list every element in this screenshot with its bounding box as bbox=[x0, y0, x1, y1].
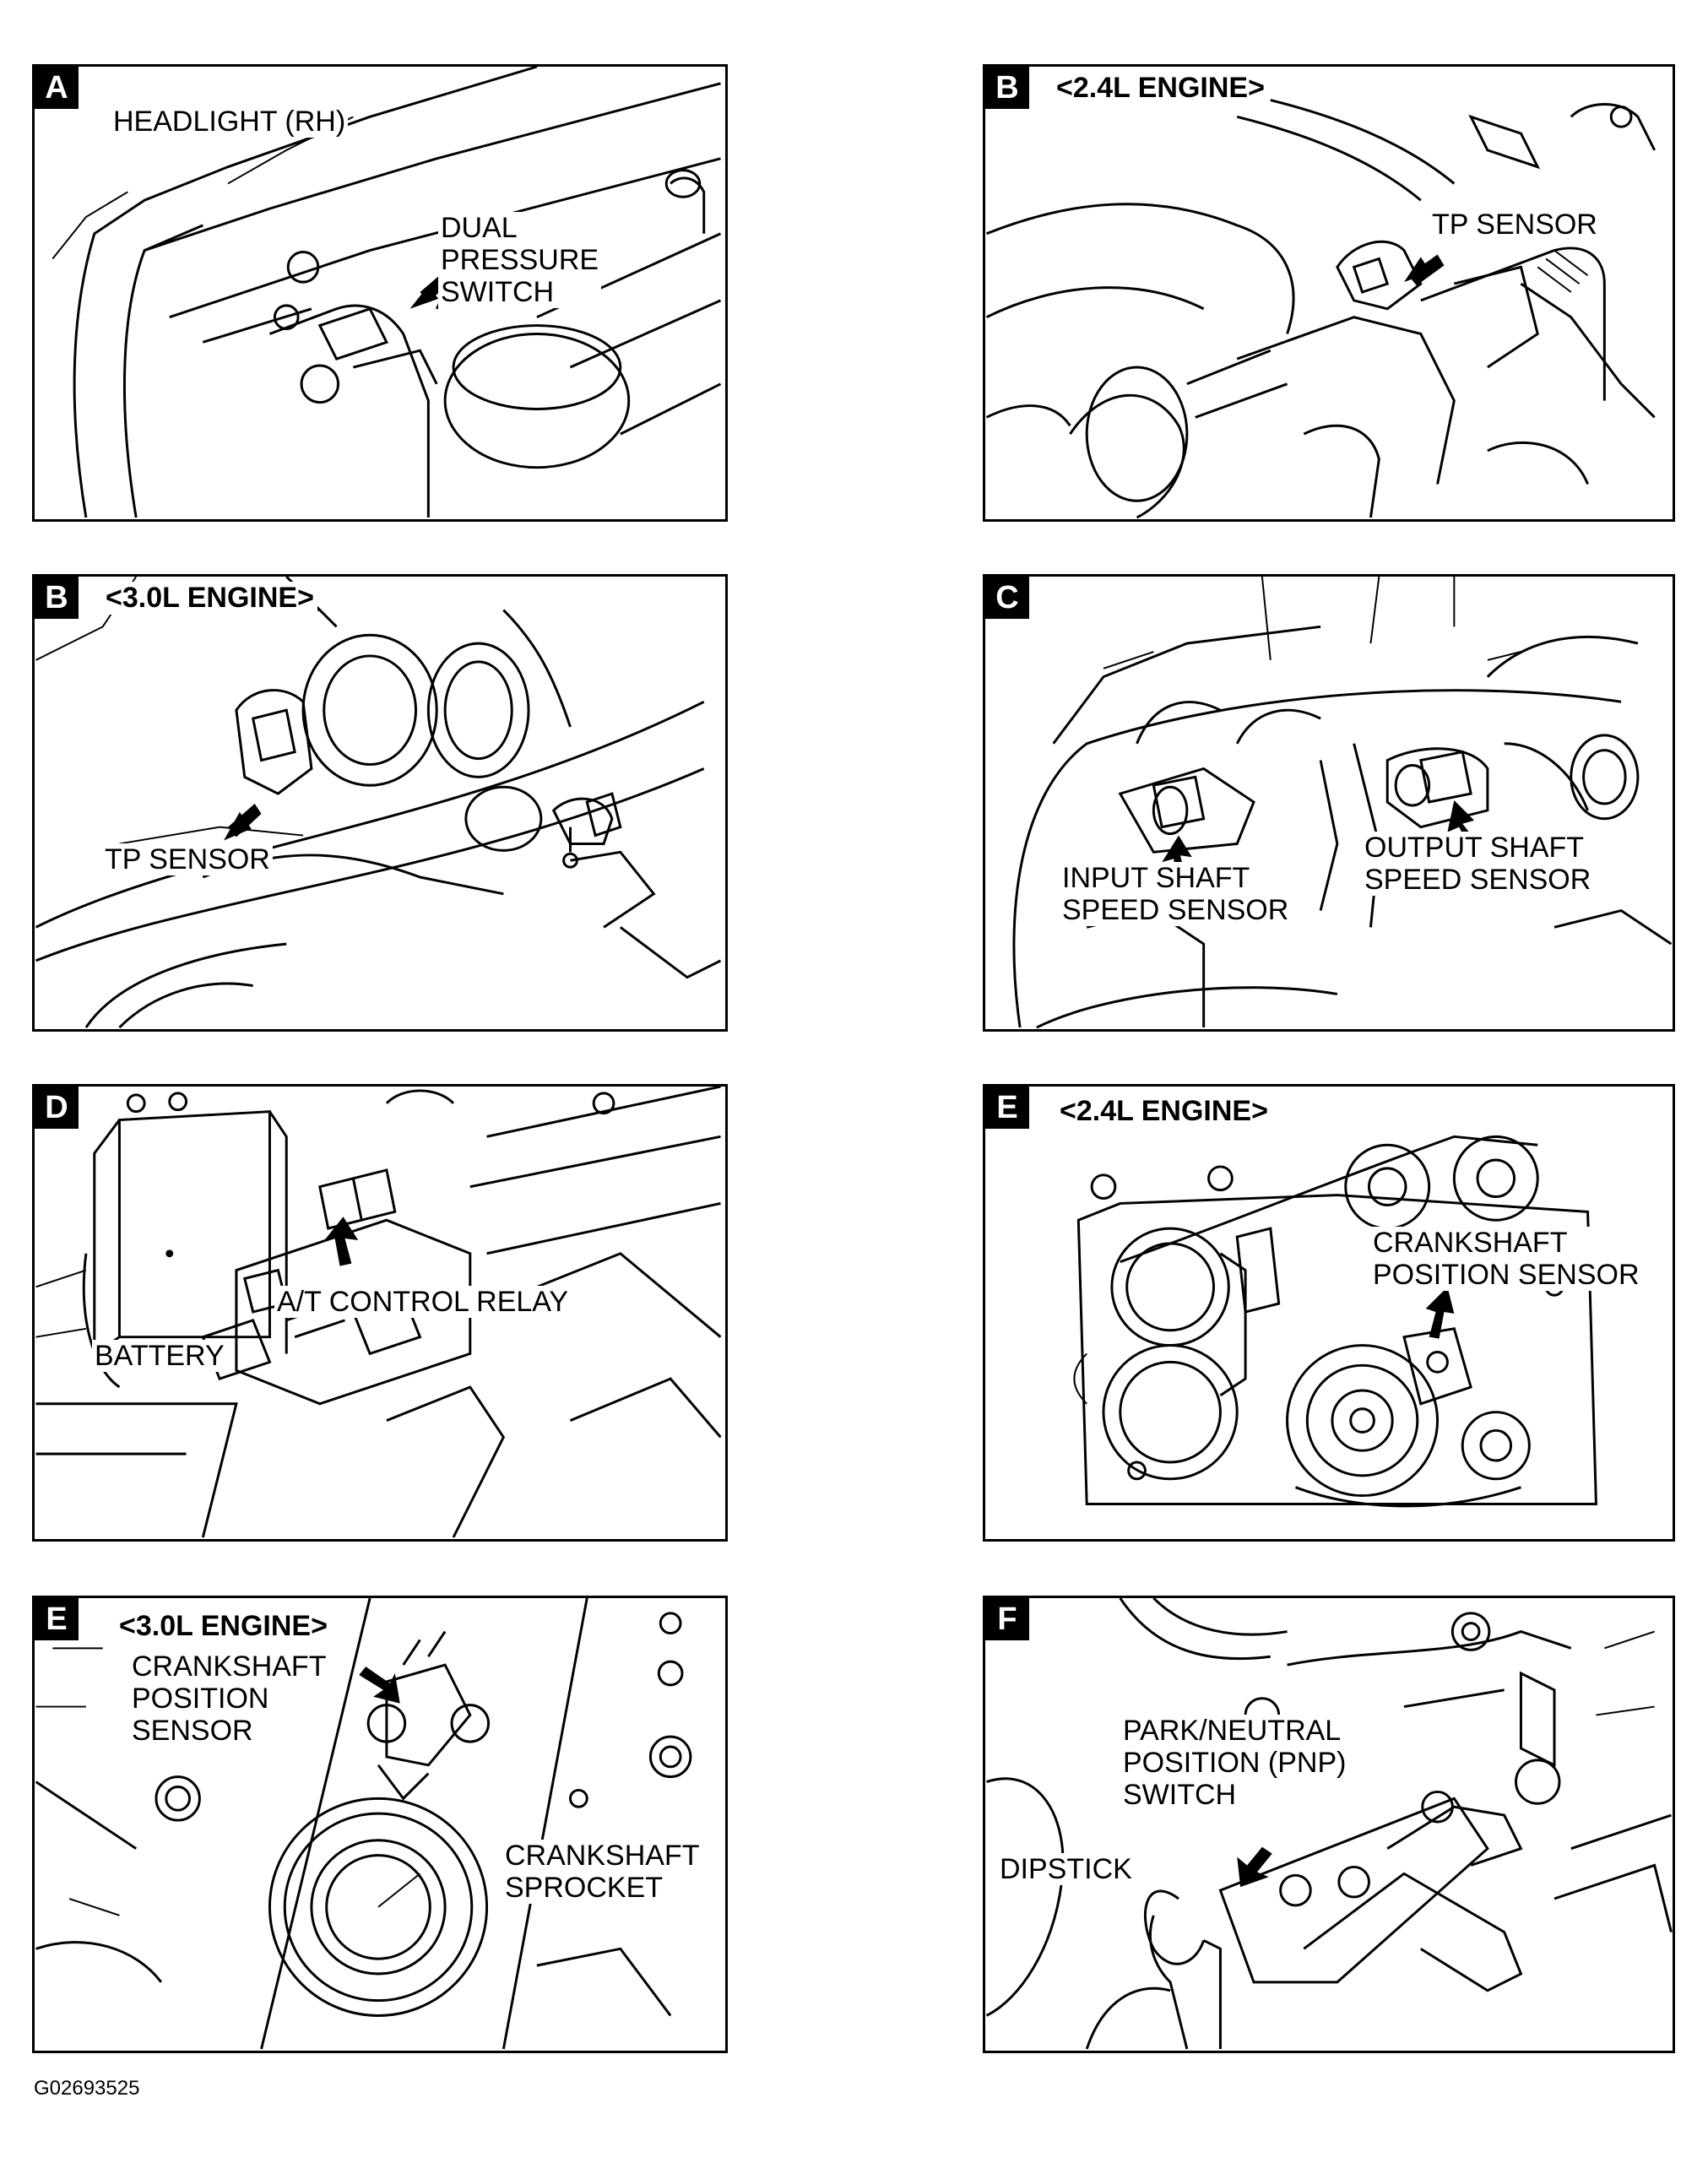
tp-sensor-2-4l-illustration bbox=[985, 99, 1656, 519]
at-control-relay-label: A/T CONTROL RELAY bbox=[274, 1286, 572, 1318]
output-shaft-speed-sensor-label: OUTPUT SHAFT SPEED SENSOR bbox=[1362, 832, 1594, 896]
panel-letter-badge: D bbox=[35, 1087, 79, 1129]
panel-b-tp-sensor-2-4l: B <2.4L ENGINE> TP SENSOR bbox=[983, 64, 1675, 522]
headlight-rh-label: HEADLIGHT (RH) bbox=[111, 106, 349, 138]
dual-pressure-switch-label: DUAL PRESSURE SWITCH bbox=[438, 212, 602, 308]
panel-letter-badge: F bbox=[985, 1598, 1029, 1640]
shaft-speed-sensors-illustration bbox=[1012, 577, 1673, 1029]
tp-sensor-label: TP SENSOR bbox=[102, 843, 273, 875]
panel-letter-badge: E bbox=[985, 1087, 1029, 1129]
engine-variant-label: <3.0L ENGINE> bbox=[116, 1610, 331, 1643]
panel-letter-badge: E bbox=[35, 1598, 79, 1640]
tp-sensor-3-0l-illustration bbox=[35, 577, 722, 1029]
panel-e-crankshaft-sensor-2-4l: E <2.4L ENGINE> CRANKSHAFT POSITION SENS… bbox=[983, 1084, 1675, 1542]
panel-e-crankshaft-sensor-3-0l: E <3.0L ENGINE> CRANKSHAFT POSITION SENS… bbox=[32, 1596, 728, 2053]
panel-f-pnp-switch: F PARK/NEUTRAL POSITION (PNP) SWITCH DIP… bbox=[983, 1596, 1675, 2053]
engine-variant-label: <3.0L ENGINE> bbox=[102, 582, 317, 615]
panel-d-at-control-relay: D A/T CONTROL RELAY BATTERY bbox=[32, 1084, 728, 1542]
pnp-switch-illustration bbox=[985, 1598, 1673, 2050]
pnp-switch-label: PARK/NEUTRAL POSITION (PNP) SWITCH bbox=[1120, 1715, 1349, 1811]
panel-b-tp-sensor-3-0l: B <3.0L ENGINE> TP SENSOR bbox=[32, 574, 728, 1032]
panel-letter-badge: B bbox=[985, 67, 1029, 109]
tp-sensor-label: TP SENSOR bbox=[1429, 209, 1600, 241]
panel-letter-badge: C bbox=[985, 577, 1029, 619]
crankshaft-sensor-2-4l-illustration bbox=[1073, 1135, 1597, 1508]
panel-a-dual-pressure-switch: A HEADLIGHT (RH) DUAL PRESSURE SWITCH bbox=[32, 64, 728, 522]
figure-code: G02693525 bbox=[34, 2077, 140, 2100]
battery-label: BATTERY bbox=[92, 1340, 227, 1372]
panel-letter-badge: A bbox=[35, 67, 79, 109]
engine-variant-label: <2.4L ENGINE> bbox=[1053, 72, 1268, 105]
crankshaft-position-sensor-label: CRANKSHAFT POSITION SENSOR bbox=[1370, 1227, 1642, 1291]
panel-c-shaft-speed-sensors: C INPUT SHAFT SPEED SENSOR OUTPUT SHAFT … bbox=[983, 574, 1675, 1032]
engine-variant-label: <2.4L ENGINE> bbox=[1056, 1095, 1272, 1128]
input-shaft-speed-sensor-label: INPUT SHAFT SPEED SENSOR bbox=[1060, 862, 1292, 926]
dipstick-label: DIPSTICK bbox=[997, 1853, 1135, 1885]
crankshaft-sprocket-label: CRANKSHAFT SPROCKET bbox=[502, 1840, 702, 1904]
crankshaft-position-sensor-label: CRANKSHAFT POSITION SENSOR bbox=[129, 1650, 329, 1747]
panel-letter-badge: B bbox=[35, 577, 79, 619]
crankshaft-sensor-3-0l-illustration bbox=[35, 1598, 692, 2050]
